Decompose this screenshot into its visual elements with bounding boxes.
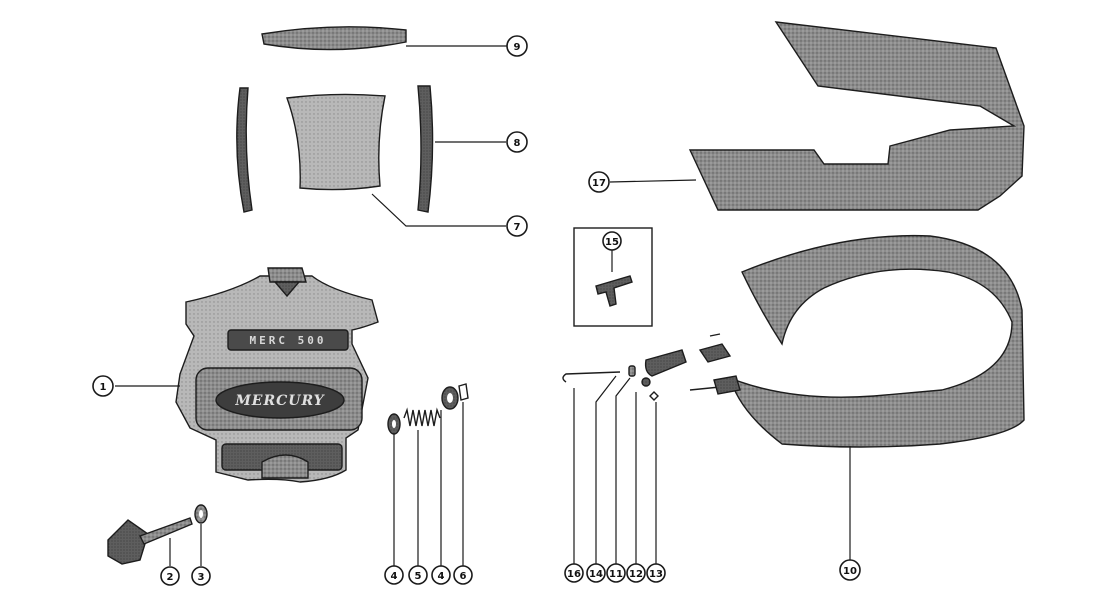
svg-text:10: 10 xyxy=(843,566,857,577)
callout-4-right: 4 xyxy=(431,565,451,585)
part-13-pin xyxy=(649,391,659,564)
svg-text:4: 4 xyxy=(438,571,445,582)
svg-text:5: 5 xyxy=(415,571,422,582)
svg-text:7: 7 xyxy=(514,222,521,233)
latch-hardware xyxy=(689,333,741,395)
part-11-bushing xyxy=(615,365,636,564)
part-6-clip xyxy=(458,383,469,566)
part-5-spring xyxy=(403,407,441,566)
callout-8: 8 xyxy=(506,131,528,153)
callout-9: 9 xyxy=(506,35,528,57)
model-nameplate xyxy=(227,329,349,351)
brand-oval xyxy=(215,381,345,419)
part-12-nut xyxy=(635,377,651,564)
callout-16: 16 xyxy=(564,563,584,583)
callout-5: 5 xyxy=(408,565,428,585)
callout-12: 12 xyxy=(626,563,646,583)
svg-text:15: 15 xyxy=(605,237,619,248)
part-1-front-cover: MERC 500 MERCURY xyxy=(115,267,379,483)
svg-text:11: 11 xyxy=(609,569,623,580)
part-8-side-trims xyxy=(236,85,506,213)
svg-text:13: 13 xyxy=(649,569,663,580)
svg-text:8: 8 xyxy=(514,138,521,149)
part-17-upper-wrap xyxy=(609,21,1025,211)
svg-text:14: 14 xyxy=(589,569,603,580)
callout-13: 13 xyxy=(646,563,666,583)
callout-1: 1 xyxy=(92,375,114,397)
part-7-center-panel xyxy=(286,93,506,227)
svg-text:3: 3 xyxy=(198,572,205,583)
callout-15: 15 xyxy=(602,231,622,251)
svg-text:4: 4 xyxy=(391,571,398,582)
svg-text:17: 17 xyxy=(592,178,606,189)
svg-text:6: 6 xyxy=(460,571,467,582)
brand-text: MERCURY xyxy=(234,393,325,409)
part-10-lower-wrap xyxy=(728,234,1025,560)
callout-2: 2 xyxy=(160,566,180,586)
part-3-washer xyxy=(194,504,208,566)
callout-14: 14 xyxy=(586,563,606,583)
part-9-top-trim xyxy=(261,26,507,51)
callout-17: 17 xyxy=(588,171,610,193)
part-16-rod xyxy=(562,371,621,564)
model-nameplate-text: MERC 500 xyxy=(250,334,327,347)
callout-7: 7 xyxy=(506,215,528,237)
svg-text:2: 2 xyxy=(167,572,174,583)
callout-6: 6 xyxy=(453,565,473,585)
svg-text:1: 1 xyxy=(100,382,107,393)
part-4-washer-left xyxy=(387,413,401,566)
svg-text:16: 16 xyxy=(567,569,581,580)
part-2-knob xyxy=(107,517,193,566)
callout-3: 3 xyxy=(191,566,211,586)
svg-text:12: 12 xyxy=(629,569,643,580)
callout-10: 10 xyxy=(839,559,861,581)
callout-11: 11 xyxy=(606,563,626,583)
callout-4-left: 4 xyxy=(384,565,404,585)
part-4-washer-right xyxy=(440,386,459,566)
part-14-rod-link xyxy=(595,375,617,564)
svg-text:9: 9 xyxy=(514,42,521,53)
linkage-clip xyxy=(644,349,687,377)
